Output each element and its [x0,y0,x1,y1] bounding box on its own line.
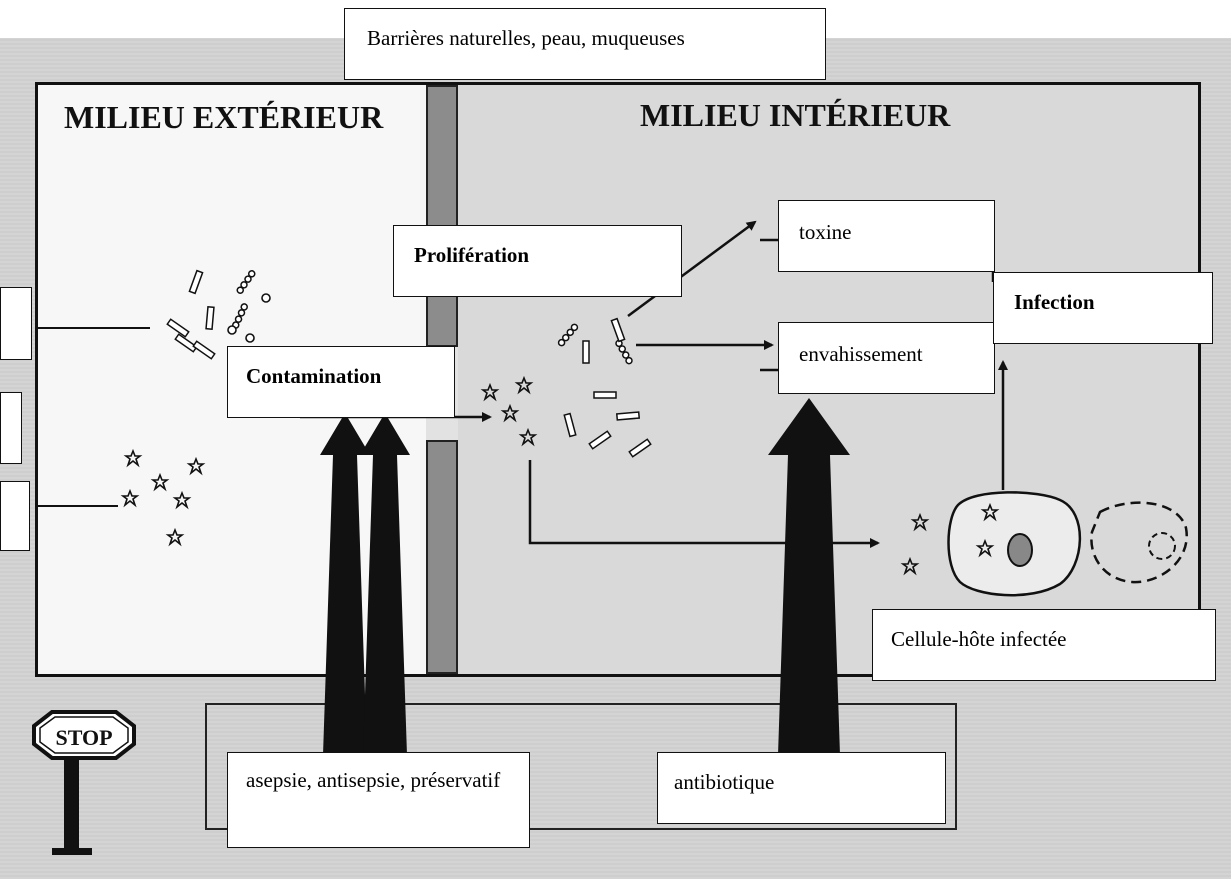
edge-box-2 [0,392,22,464]
invasion-label: envahissement [778,322,995,394]
infected-cell-label: Cellule-hôte infectée [872,609,1216,681]
contamination-label: Contamination [227,346,455,418]
stop-sign-label: STOP [55,725,112,750]
proliferation-label: Prolifération [393,225,682,297]
asepsis-label: asepsie, antisepsie, préservatif [227,752,530,848]
edge-box-1 [0,287,32,360]
host-cells [903,492,1187,595]
antibiotic-label: antibiotique [657,752,946,824]
infection-label: Infection [993,272,1213,344]
left-leader-lines [35,328,150,506]
blocking-arrows [320,398,850,755]
barriers-label: Barrières naturelles, peau, muqueuses [344,8,826,80]
edge-box-3 [0,481,30,551]
interior-microbes [483,319,651,457]
stop-sign-icon: STOP [34,712,134,855]
toxin-label: toxine [778,200,995,272]
